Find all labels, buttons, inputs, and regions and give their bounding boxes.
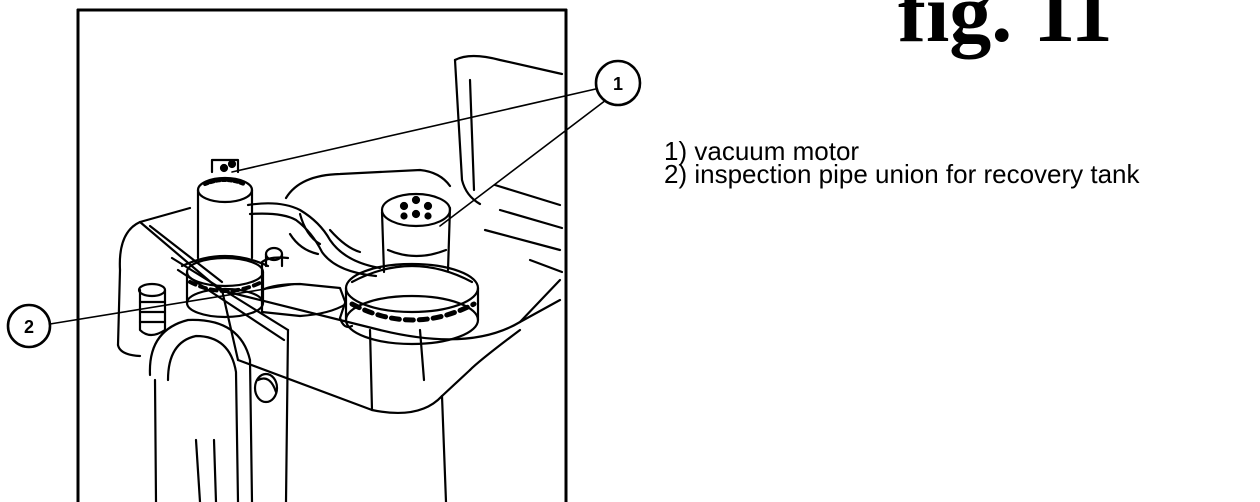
legend-item-number: 2)	[664, 159, 688, 189]
callout-2-label: 2	[24, 317, 34, 337]
figure-title: fig. 11	[898, 0, 1113, 60]
vacuum-motor-right	[338, 192, 480, 346]
callout-2: 2	[6, 303, 52, 349]
legend-item-text: vacuum motor	[694, 136, 860, 166]
machine-illustration: 1 2	[6, 8, 642, 502]
legend-item: 1) vacuum motor	[664, 138, 1140, 164]
callout-1: 1	[594, 59, 642, 107]
callout-2-leader	[49, 283, 297, 325]
pipe-union	[137, 282, 167, 337]
recovery-tank	[116, 206, 562, 502]
drawing-frame	[76, 8, 568, 502]
vacuum-motor-left	[180, 158, 270, 319]
handle-column	[453, 54, 564, 274]
legend-item: 2) inspection pipe union for recovery ta…	[664, 161, 1140, 187]
figure-legend: 1) vacuum motor 2) inspection pipe union…	[664, 138, 1140, 187]
callout-1-label: 1	[613, 74, 623, 94]
callout-1-leaders	[231, 87, 607, 227]
legend-item-number: 1)	[664, 136, 688, 166]
inspection-plate	[260, 246, 348, 318]
motor-cables	[246, 168, 452, 278]
legend-item-text: inspection pipe union for recovery tank	[694, 159, 1140, 189]
front-panel	[148, 256, 290, 502]
